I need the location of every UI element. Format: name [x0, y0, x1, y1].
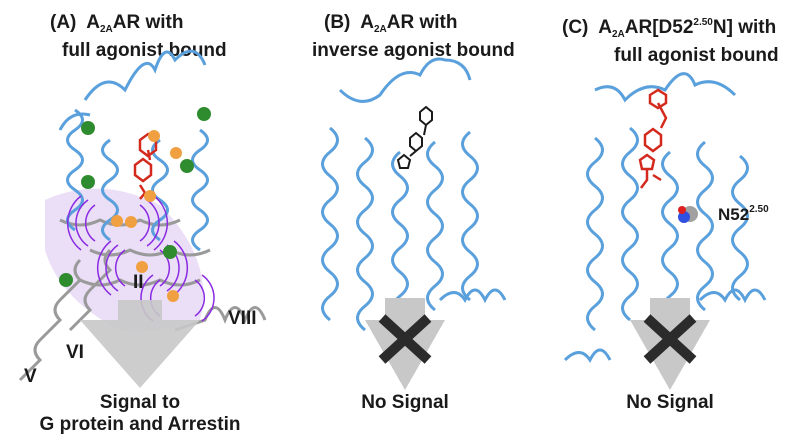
residue-label-n52: N522.50 — [718, 204, 769, 224]
sphere-orange — [144, 190, 156, 202]
helix-label-viii: VIII — [228, 308, 257, 329]
helix-label-ii: II — [133, 272, 144, 293]
panel-b-title: (B) A2AAR with inverse agonist bound — [312, 12, 515, 61]
panel-a: (A) A2AAR with full agonist bound — [0, 0, 270, 448]
inverse-agonist-ligand — [396, 105, 433, 169]
panel-b-title-line2: inverse agonist bound — [312, 40, 515, 61]
helix-label-vi: VI — [66, 342, 84, 363]
panel-b-caption: No Signal — [361, 392, 449, 413]
panel-b-label: (B) — [324, 12, 351, 33]
sphere-green — [197, 107, 211, 121]
sphere-green — [59, 273, 73, 287]
orange-spheres — [111, 130, 182, 302]
panel-a-caption: Signal to G protein and Arrestin — [39, 392, 241, 435]
panel-c-title-line2: full agonist bound — [614, 45, 779, 66]
panel-c-structure — [563, 72, 767, 390]
blue-helices — [563, 72, 767, 363]
sphere-green — [81, 121, 95, 135]
sphere-orange — [111, 215, 123, 227]
sphere-green — [180, 159, 194, 173]
allosteric-waves — [66, 195, 215, 322]
panel-a-structure — [18, 49, 267, 388]
sphere-orange — [125, 216, 137, 228]
panel-a-label: (A) — [50, 12, 77, 33]
blue-helices — [58, 49, 209, 252]
sphere-orange — [167, 290, 179, 302]
panel-c-title: (C) A2AAR[D522.50N] with full agonist bo… — [562, 17, 779, 66]
sphere-orange — [170, 147, 182, 159]
panel-c: (C) A2AAR[D522.50N] with full agonist bo… — [535, 0, 799, 448]
blue-helices — [321, 57, 507, 332]
green-spheres — [59, 107, 211, 287]
helix-label-v: V — [24, 366, 37, 387]
panel-b: (B) A2AAR with inverse agonist bound No … — [270, 0, 535, 448]
panel-a-title: (A) A2AAR with full agonist bound — [50, 12, 227, 61]
signal-arrow — [80, 300, 200, 388]
panel-a-title-line2: full agonist bound — [62, 40, 227, 61]
gray-helices — [18, 218, 267, 382]
cross-icon — [643, 314, 697, 364]
panel-c-caption: No Signal — [626, 392, 714, 413]
panel-b-structure — [321, 57, 507, 390]
cross-icon — [378, 314, 432, 364]
n52-residue-sphere — [678, 206, 698, 223]
sphere-green — [81, 175, 95, 189]
sphere-green — [163, 245, 177, 259]
sphere-orange — [148, 130, 160, 142]
panel-c-label: (C) — [562, 17, 589, 38]
sphere-orange — [136, 261, 148, 273]
agonist-ligand — [638, 88, 668, 189]
